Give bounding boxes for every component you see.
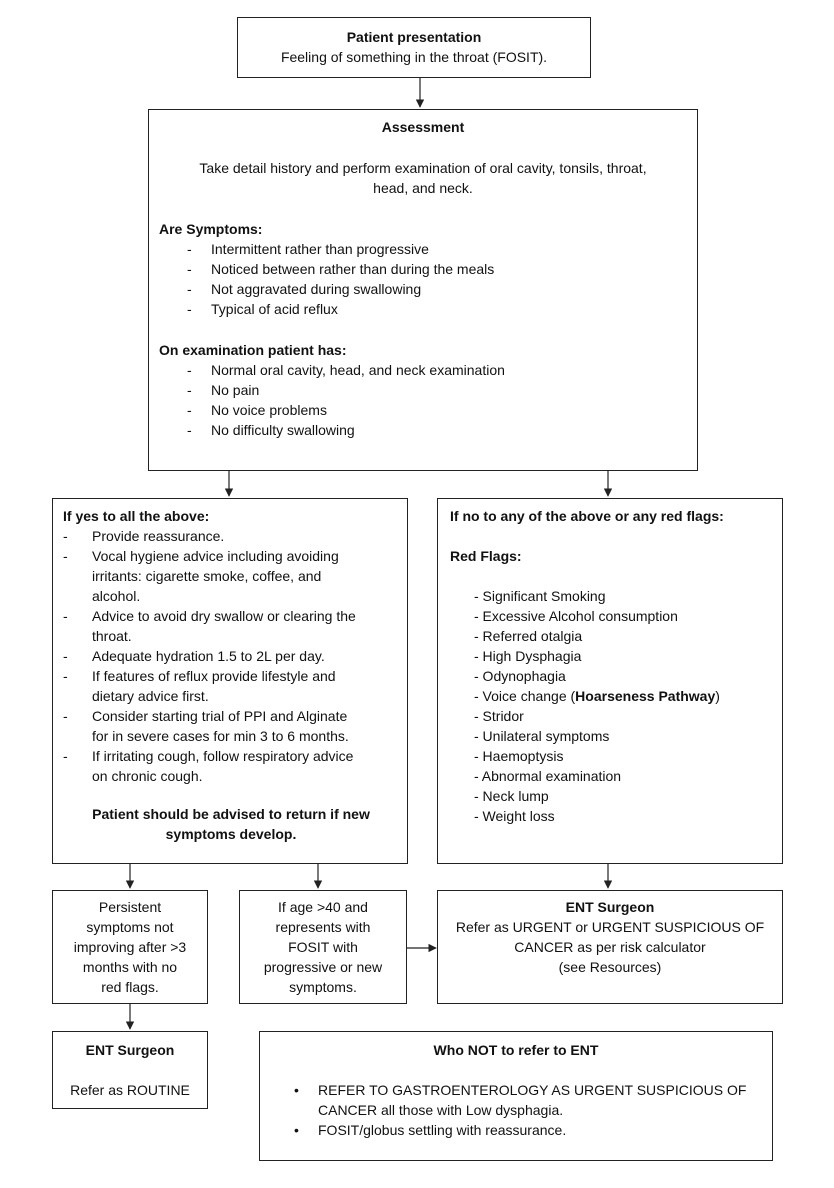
- exam-list: Normal oral cavity, head, and neck exami…: [187, 360, 687, 440]
- list-item: Typical of acid reflux: [187, 299, 687, 319]
- item-line: on chronic cough.: [92, 768, 203, 784]
- text-line: red flags.: [101, 979, 159, 995]
- list-item: Intermittent rather than progressive: [187, 239, 687, 259]
- patient-presentation-box: Patient presentation Feeling of somethin…: [237, 17, 591, 78]
- symptoms-heading: Are Symptoms:: [159, 221, 263, 237]
- item-line: dietary advice first.: [92, 688, 209, 704]
- ent-surgeon-urgent-box: ENT Surgeon Refer as URGENT or URGENT SU…: [437, 890, 783, 1004]
- text-line: symptoms.: [289, 979, 357, 995]
- text-line: (see Resources): [558, 959, 662, 975]
- list-item: - Haemoptysis: [474, 748, 564, 764]
- assessment-intro-line-1: Take detail history and perform examinat…: [199, 160, 647, 176]
- list-item: - Weight loss: [474, 808, 555, 824]
- list-item: Vocal hygiene advice including avoiding …: [63, 546, 399, 606]
- list-item: Noticed between rather than during the m…: [187, 259, 687, 279]
- item-line: If features of reflux provide lifestyle …: [92, 668, 336, 684]
- text-line: Refer as URGENT or URGENT SUSPICIOUS OF: [455, 919, 765, 935]
- item-line: Adequate hydration 1.5 to 2L per day.: [92, 648, 325, 664]
- text-line: Persistent: [98, 899, 162, 915]
- text-line: represents with: [275, 919, 371, 935]
- item-line: throat.: [92, 628, 132, 644]
- list-item: - Voice change (Hoarseness Pathway): [474, 686, 774, 706]
- not-refer-list: REFER TO GASTROENTEROLOGY AS URGENT SUSP…: [290, 1080, 762, 1140]
- text-line: progressive or new: [263, 959, 383, 975]
- list-item: REFER TO GASTROENTEROLOGY AS URGENT SUSP…: [290, 1080, 762, 1120]
- list-item: - Referred otalgia: [474, 628, 583, 644]
- return-advice-line-2: symptoms develop.: [165, 826, 297, 842]
- list-item: - Unilateral symptoms: [474, 728, 610, 744]
- yes-to-all-box: If yes to all the above: Provide reassur…: [52, 498, 408, 864]
- list-item: - Neck lump: [474, 788, 549, 804]
- list-item: Advice to avoid dry swallow or clearing …: [63, 606, 399, 646]
- list-item: No difficulty swallowing: [187, 420, 687, 440]
- assessment-intro-line-2: head, and neck.: [373, 180, 473, 196]
- symptoms-list: Intermittent rather than progressive Not…: [187, 239, 687, 319]
- list-item: - Odynophagia: [474, 668, 566, 684]
- item-line: alcohol.: [92, 588, 141, 604]
- age-over-40-box: If age >40 and represents with FOSIT wit…: [239, 890, 407, 1004]
- item-line: for in severe cases for min 3 to 6 month…: [92, 728, 349, 744]
- list-item: - Abnormal examination: [474, 768, 622, 784]
- item-line: FOSIT/globus settling with reassurance.: [318, 1122, 567, 1138]
- item-line: REFER TO GASTROENTEROLOGY AS URGENT SUSP…: [318, 1082, 747, 1098]
- list-item: FOSIT/globus settling with reassurance.: [290, 1120, 762, 1140]
- list-item: No pain: [187, 380, 687, 400]
- ent-routine-title: ENT Surgeon: [85, 1042, 175, 1058]
- item-line: Provide reassurance.: [92, 528, 225, 544]
- list-item: No voice problems: [187, 400, 687, 420]
- red-flags-box: If no to any of the above or any red fla…: [437, 498, 783, 864]
- item-line: irritants: cigarette smoke, coffee, and: [92, 568, 322, 584]
- red-flags-heading: Red Flags:: [450, 548, 522, 564]
- assessment-box: Assessment Take detail history and perfo…: [148, 109, 698, 471]
- item-line: CANCER all those with Low dysphagia.: [318, 1102, 564, 1118]
- return-advice-line-1: Patient should be advised to return if n…: [92, 806, 370, 822]
- list-item: Provide reassurance.: [63, 526, 399, 546]
- ent-surgeon-routine-box: ENT Surgeon Refer as ROUTINE: [52, 1031, 208, 1109]
- list-item: Adequate hydration 1.5 to 2L per day.: [63, 646, 399, 666]
- list-item: Normal oral cavity, head, and neck exami…: [187, 360, 687, 380]
- not-refer-title: Who NOT to refer to ENT: [433, 1042, 599, 1058]
- list-item: - High Dysphagia: [474, 648, 582, 664]
- red-flags-list: - Significant Smoking - Excessive Alcoho…: [450, 586, 774, 826]
- no-heading: If no to any of the above or any red fla…: [450, 508, 724, 524]
- presentation-title: Patient presentation: [346, 29, 482, 45]
- list-item: - Excessive Alcohol consumption: [474, 608, 678, 624]
- yes-advice-list: Provide reassurance. Vocal hygiene advic…: [63, 526, 399, 786]
- yes-heading: If yes to all the above:: [63, 508, 210, 524]
- assessment-title: Assessment: [381, 119, 465, 135]
- list-item: - Significant Smoking: [474, 588, 606, 604]
- text-line: CANCER as per risk calculator: [514, 939, 706, 955]
- voice-change-text: - Voice change (: [474, 688, 576, 704]
- text-line: months with no: [82, 959, 178, 975]
- voice-change-suffix: ): [715, 688, 720, 704]
- exam-heading: On examination patient has:: [159, 342, 347, 358]
- text-line: improving after >3: [73, 939, 187, 955]
- list-item: - Stridor: [474, 708, 524, 724]
- list-item: Consider starting trial of PPI and Algin…: [63, 706, 399, 746]
- text-line: symptoms not: [86, 919, 174, 935]
- item-line: Advice to avoid dry swallow or clearing …: [92, 608, 356, 624]
- item-line: Vocal hygiene advice including avoiding: [92, 548, 339, 564]
- ent-routine-text: Refer as ROUTINE: [70, 1082, 190, 1098]
- item-line: Consider starting trial of PPI and Algin…: [92, 708, 348, 724]
- item-line: If irritating cough, follow respiratory …: [92, 748, 354, 764]
- text-line: FOSIT with: [288, 939, 358, 955]
- hoarseness-pathway-link[interactable]: Hoarseness Pathway: [575, 688, 716, 704]
- list-item: Not aggravated during swallowing: [187, 279, 687, 299]
- who-not-to-refer-box: Who NOT to refer to ENT REFER TO GASTROE…: [259, 1031, 773, 1161]
- persistent-symptoms-box: Persistent symptoms not improving after …: [52, 890, 208, 1004]
- presentation-text: Feeling of something in the throat (FOSI…: [280, 49, 548, 65]
- text-line: If age >40 and: [278, 899, 368, 915]
- ent-urgent-title: ENT Surgeon: [565, 899, 655, 915]
- list-item: If irritating cough, follow respiratory …: [63, 746, 399, 786]
- list-item: If features of reflux provide lifestyle …: [63, 666, 399, 706]
